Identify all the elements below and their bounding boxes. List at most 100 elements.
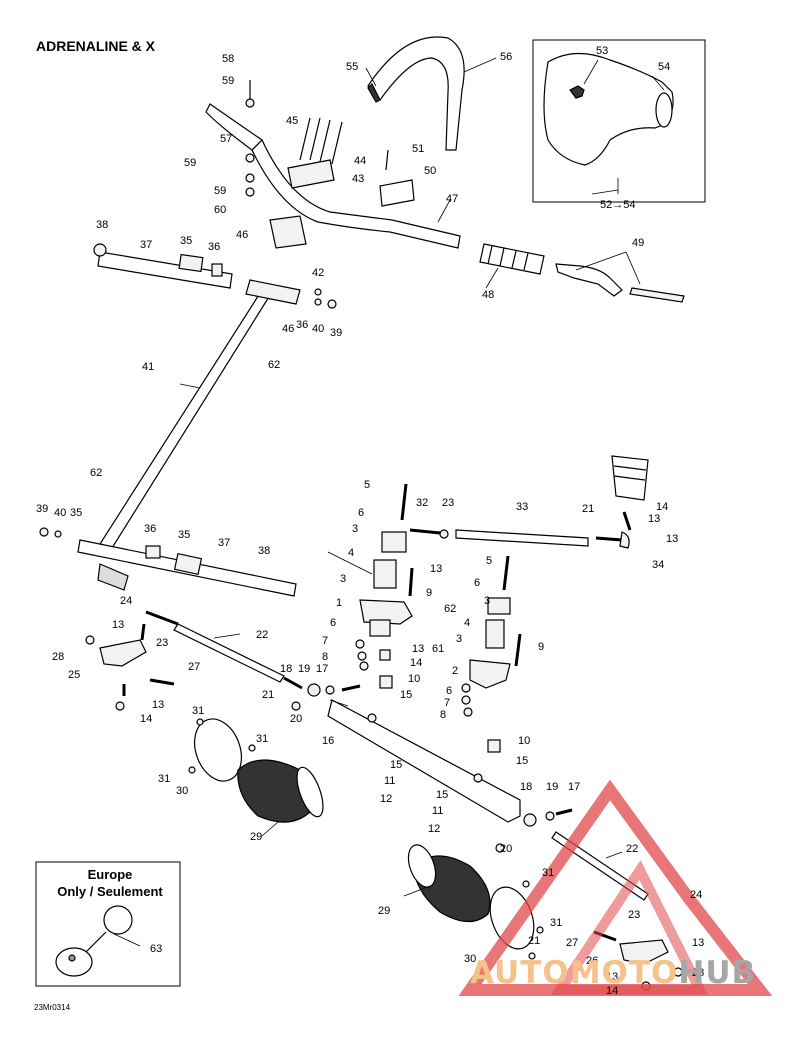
callout-51: 51 (412, 143, 424, 155)
callout-8: 8 (322, 651, 328, 663)
callout-42: 42 (312, 267, 324, 279)
callout-37: 37 (140, 239, 152, 251)
callout-27: 27 (188, 661, 200, 673)
callout-15: 15 (400, 689, 412, 701)
callout-4: 4 (348, 547, 354, 559)
callout-62: 62 (268, 359, 280, 371)
diagram-title: ADRENALINE & X (36, 38, 156, 54)
pad-strap (367, 82, 381, 103)
callout-35: 35 (180, 235, 192, 247)
callout-14: 14 (140, 713, 152, 725)
right-bushing (487, 597, 511, 615)
callout-59: 59 (184, 157, 196, 169)
handlebar-pad-inset (543, 52, 674, 166)
right-steering-arm (619, 939, 669, 965)
right-pitman-arm (469, 659, 511, 689)
clamp (379, 179, 415, 207)
callout-31: 31 (256, 733, 268, 745)
inset-label-53: 53 (596, 45, 608, 57)
callout-26: 26 (586, 955, 598, 967)
callout-56: 56 (500, 51, 512, 63)
callout-22: 22 (626, 843, 638, 855)
left-pitman-arm (359, 599, 413, 625)
callout-2: 2 (452, 665, 458, 677)
callout-61: 61 (432, 643, 444, 655)
callout-15: 15 (516, 755, 528, 767)
callout-31: 31 (158, 773, 170, 785)
callout-36: 36 (296, 319, 308, 331)
watermark-text: AUTOMOTOHUB (470, 955, 756, 991)
callout-14: 14 (410, 657, 422, 669)
callout-39: 39 (36, 503, 48, 515)
callout-18: 18 (520, 781, 532, 793)
callout-11: 11 (432, 805, 443, 817)
callout-43: 43 (352, 173, 364, 185)
callout-18: 18 (280, 663, 292, 675)
lever-pin (629, 287, 685, 303)
callout-50: 50 (424, 165, 436, 177)
callout-13: 13 (152, 699, 164, 711)
callout-59: 59 (214, 185, 226, 197)
callout-13: 13 (692, 937, 704, 949)
upper-block (269, 215, 307, 249)
callout-31: 31 (542, 867, 554, 879)
callout-47: 47 (446, 193, 458, 205)
upper-clamp (287, 159, 335, 189)
callout-44: 44 (354, 155, 366, 167)
inset-box (532, 39, 706, 203)
callout-13: 13 (412, 643, 424, 655)
callout-7: 7 (322, 635, 328, 647)
callout-49: 49 (632, 237, 644, 249)
watermark-logo (458, 779, 773, 996)
callout-29: 29 (250, 831, 262, 843)
callout-7: 7 (444, 697, 450, 709)
callout-62: 62 (444, 603, 456, 615)
callout-24: 24 (690, 889, 702, 901)
callout-3: 3 (484, 595, 490, 607)
steering-column (99, 289, 273, 549)
lever (555, 263, 623, 297)
callout-3: 3 (456, 633, 462, 645)
callout-38: 38 (258, 545, 270, 557)
callout-33: 33 (516, 501, 528, 513)
callout-21: 21 (262, 689, 274, 701)
callout-13: 13 (648, 513, 660, 525)
callout-13: 13 (606, 971, 618, 983)
link-plate (327, 699, 521, 823)
callout-45: 45 (286, 115, 298, 127)
callout-13: 13 (430, 563, 442, 575)
callout-15: 15 (390, 759, 402, 771)
inset-label-54: 54 (658, 61, 670, 73)
callout-31: 31 (192, 705, 204, 717)
callout-5: 5 (364, 479, 370, 491)
callout-13: 13 (666, 533, 678, 545)
callout-32: 32 (416, 497, 428, 509)
callout-29: 29 (378, 905, 390, 917)
left-bushing-upper (381, 531, 407, 553)
callout-19: 19 (546, 781, 558, 793)
callout-21: 21 (582, 503, 594, 515)
callout-41: 41 (142, 361, 154, 373)
callout-48: 48 (482, 289, 494, 301)
reference-code: 23Mr0314 (34, 1003, 71, 1012)
pad-logo-icon (569, 85, 585, 99)
callout-28: 28 (52, 651, 64, 663)
callout-20: 20 (290, 713, 302, 725)
callout-17: 17 (316, 663, 328, 675)
callout-24: 24 (120, 595, 132, 607)
callout-9: 9 (538, 641, 544, 653)
callout-16: 16 (322, 735, 334, 747)
callout-39: 39 (330, 327, 342, 339)
callout-40: 40 (312, 323, 324, 335)
callout-13: 13 (112, 619, 124, 631)
callout-62: 62 (90, 467, 102, 479)
europe-box (35, 861, 181, 987)
callout-3: 3 (340, 573, 346, 585)
callout-6: 6 (358, 507, 364, 519)
callout-36: 36 (144, 523, 156, 535)
callout-36: 36 (208, 241, 220, 253)
callout-10: 10 (408, 673, 420, 685)
callout-23: 23 (156, 637, 168, 649)
callout-11: 11 (384, 775, 395, 787)
callout-14: 14 (606, 985, 618, 997)
